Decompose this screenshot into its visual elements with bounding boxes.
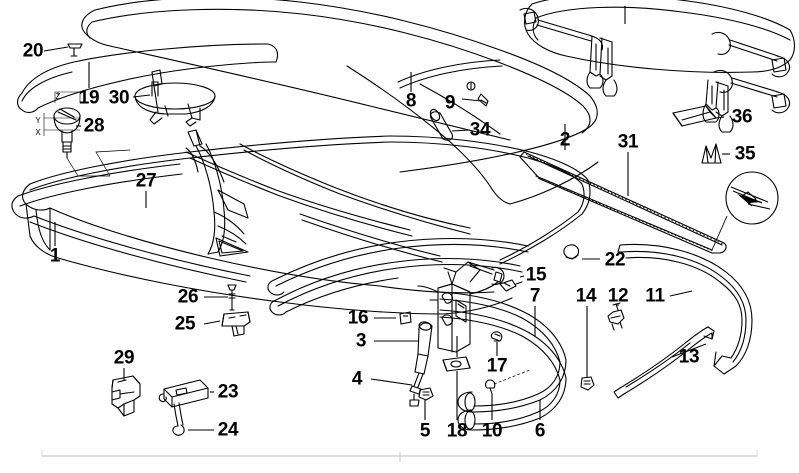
part-10-clip	[485, 379, 496, 395]
part-29-bracket	[111, 375, 141, 417]
callout-24[interactable]: 24	[217, 419, 239, 441]
callout-7[interactable]: 7	[529, 285, 541, 307]
part-11-weatherstrip	[617, 243, 753, 375]
detail-circle-clip	[711, 171, 779, 251]
part-13-weatherstrip	[613, 326, 715, 399]
top-cover-assembly	[81, 0, 599, 205]
main-pivot-bracket	[417, 261, 505, 353]
leader-4	[370, 378, 413, 386]
leader-30	[132, 94, 151, 98]
part-31-bead-seal	[525, 153, 724, 252]
callout-18[interactable]: 18	[446, 420, 468, 442]
leader-20	[43, 46, 69, 52]
callout-6[interactable]: 6	[534, 420, 546, 442]
leader-15	[519, 275, 525, 278]
callout-3[interactable]: 3	[355, 330, 367, 352]
part-8-rear-bow	[397, 59, 503, 89]
part-35-wedge	[701, 143, 722, 164]
part-16-seal	[267, 237, 529, 316]
part-22-cap	[563, 244, 580, 260]
callout-10[interactable]: 10	[481, 420, 503, 442]
callout-36[interactable]: 36	[731, 106, 753, 128]
leader-13	[671, 343, 707, 358]
leader-36	[715, 116, 725, 119]
callout-13[interactable]: 13	[678, 346, 700, 368]
callout-5[interactable]: 5	[419, 420, 431, 442]
part-1-front-rail	[11, 163, 251, 283]
callout-31[interactable]: 31	[617, 131, 639, 153]
callout-1[interactable]: 1	[49, 245, 61, 267]
callout-2[interactable]: 2	[559, 129, 571, 151]
leader-28-detail	[95, 149, 131, 177]
callout-14[interactable]: 14	[575, 285, 597, 307]
part-26-screw	[227, 284, 237, 311]
front-bow-part-19	[16, 43, 279, 113]
callout-19[interactable]: 19	[78, 87, 100, 109]
callout-27[interactable]: 27	[135, 170, 157, 192]
callout-23[interactable]: 23	[217, 381, 239, 403]
part-9-clip	[466, 81, 489, 107]
callout-20[interactable]: 20	[22, 40, 44, 62]
leader-9	[461, 98, 482, 102]
callout-34[interactable]: 34	[469, 119, 491, 141]
callout-22[interactable]: 22	[604, 249, 626, 271]
part-24-pin	[172, 414, 185, 436]
callout-28[interactable]: 28	[83, 115, 105, 137]
part-14-nut	[580, 376, 595, 391]
part-25-bracket	[221, 311, 251, 337]
axis-bracket-28	[43, 91, 81, 136]
callout-12[interactable]: 12	[607, 285, 629, 307]
leader-10-dash	[493, 369, 531, 385]
part-18-washer	[442, 356, 471, 372]
leader-34	[451, 129, 471, 132]
part-28-bolt	[53, 107, 81, 159]
part-31-rear-window	[519, 151, 727, 254]
callout-4[interactable]: 4	[351, 368, 363, 390]
part-15-bolt	[499, 279, 523, 292]
part-30-latch-handle	[134, 69, 216, 127]
callout-9[interactable]: 9	[444, 92, 456, 114]
leader-11	[669, 290, 693, 297]
part-17-grommet	[490, 331, 503, 342]
part-34-sleeve	[429, 108, 453, 141]
part-16-clip	[399, 311, 412, 325]
callout-16[interactable]: 16	[347, 307, 369, 329]
part-23-block	[158, 379, 209, 417]
part-7-6-seal-pair	[439, 291, 567, 431]
callout-17[interactable]: 17	[486, 355, 508, 377]
callout-25[interactable]: 25	[174, 313, 196, 335]
leader-25	[203, 320, 221, 325]
part-20-rivet	[67, 43, 83, 57]
axis-label-x: X	[35, 128, 41, 137]
callout-35[interactable]: 35	[734, 143, 756, 165]
axis-label-z: Z	[55, 92, 61, 101]
rear-deck-assembly	[519, 0, 796, 133]
callout-26[interactable]: 26	[177, 286, 199, 308]
part-5-nut	[418, 387, 434, 401]
callout-29[interactable]: 29	[113, 347, 135, 369]
callout-8[interactable]: 8	[405, 90, 417, 112]
callout-11[interactable]: 11	[645, 285, 665, 307]
callout-15[interactable]: 15	[525, 264, 547, 286]
part-36-pad	[672, 105, 717, 127]
callout-30[interactable]: 30	[108, 87, 130, 109]
part-12-clip	[607, 302, 625, 331]
axis-label-y: Y	[35, 116, 41, 125]
